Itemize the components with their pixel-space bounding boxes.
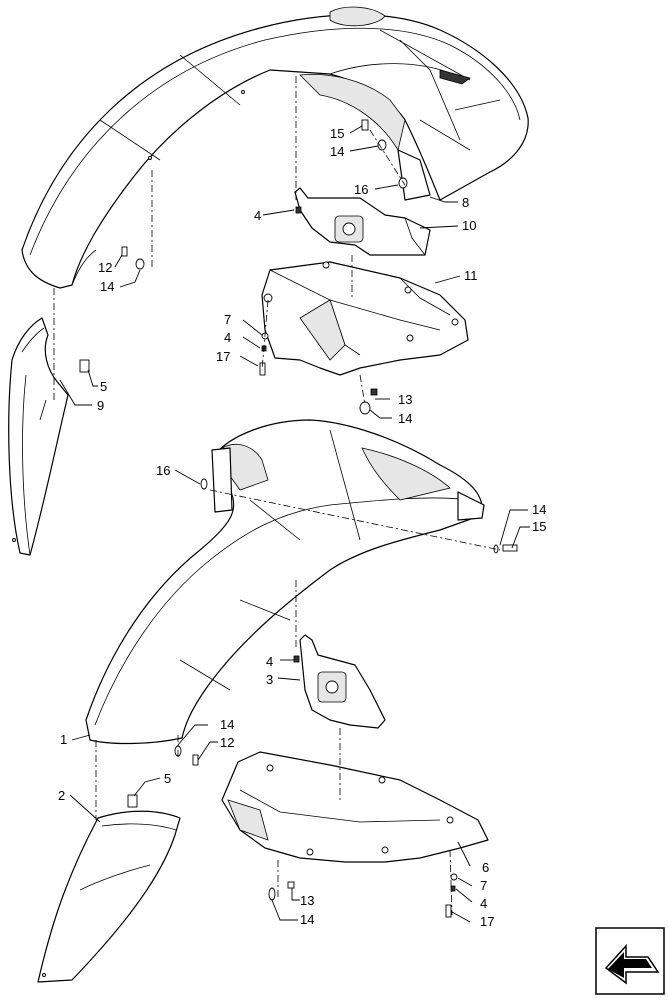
hardware-items [79, 119, 518, 918]
bolt-13-upper [370, 388, 378, 396]
callout-11: 11 [464, 268, 478, 283]
callout-12: 12 [220, 735, 234, 750]
nut-4-lower [450, 885, 456, 892]
callout-5: 5 [164, 771, 171, 786]
bolt-12-mid [192, 754, 199, 766]
callout-13: 13 [398, 392, 412, 407]
washer-14-left [135, 258, 145, 270]
callout-1: 1 [60, 732, 67, 747]
callout-14: 14 [220, 717, 234, 732]
bracket-part-3 [299, 634, 386, 729]
inner-liner-part-6 [221, 751, 489, 863]
callout-12: 12 [98, 260, 112, 275]
callout-15: 15 [330, 126, 344, 141]
nut-4-mid [293, 655, 300, 663]
bolt-13-lower [287, 881, 295, 889]
washer-14-top [377, 139, 387, 151]
callout-4: 4 [480, 896, 487, 911]
washer-16-top [398, 177, 408, 189]
callout-8: 8 [462, 195, 469, 210]
washer-16-mid [200, 478, 208, 490]
nut-4-top [295, 206, 302, 214]
bracket-part-10 [294, 187, 431, 256]
bolt-12-left [121, 246, 128, 257]
arrow-navigation-icon[interactable] [595, 927, 665, 995]
callout-17: 17 [480, 914, 494, 929]
callout-2: 2 [58, 788, 65, 803]
washer-14-upper [359, 401, 371, 415]
leader-lines [59, 125, 530, 923]
bolt-17-lower [445, 904, 452, 918]
callout-4: 4 [254, 208, 261, 223]
washer-14-lower [268, 887, 276, 901]
callout-6: 6 [482, 860, 489, 875]
clip-5-lower [127, 794, 138, 808]
callout-14: 14 [532, 502, 546, 517]
assembly-centerlines [53, 76, 501, 916]
callout-14: 14 [330, 144, 344, 159]
upper-fender-part-8 [21, 6, 529, 289]
main-fender-part-1 [85, 419, 485, 745]
callout-14: 14 [100, 279, 114, 294]
callout-15: 15 [532, 519, 546, 534]
fender-flap-part-9 [8, 317, 69, 556]
callout-labels: 1 2 3 4 4 4 4 5 5 6 7 7 8 9 10 11 12 12 … [58, 126, 546, 929]
clip-5-left [79, 359, 90, 373]
bolt-15-right [502, 544, 518, 552]
fender-flap-part-2 [37, 810, 181, 983]
callout-17: 17 [216, 349, 230, 364]
callout-7: 7 [480, 878, 487, 893]
callout-16: 16 [354, 182, 368, 197]
callout-9: 9 [97, 398, 104, 413]
callout-10: 10 [462, 218, 476, 233]
inner-liner-part-11 [261, 261, 469, 376]
callout-3: 3 [266, 672, 273, 687]
nut-7-lower [450, 873, 458, 881]
callout-13: 13 [300, 893, 314, 908]
callout-4: 4 [266, 654, 273, 669]
bolt-15-top [361, 119, 369, 131]
callout-14: 14 [300, 912, 314, 927]
callout-4: 4 [224, 330, 231, 345]
callout-14: 14 [398, 411, 412, 426]
callout-16: 16 [156, 463, 170, 478]
callout-7: 7 [224, 312, 231, 327]
callout-5: 5 [100, 379, 107, 394]
